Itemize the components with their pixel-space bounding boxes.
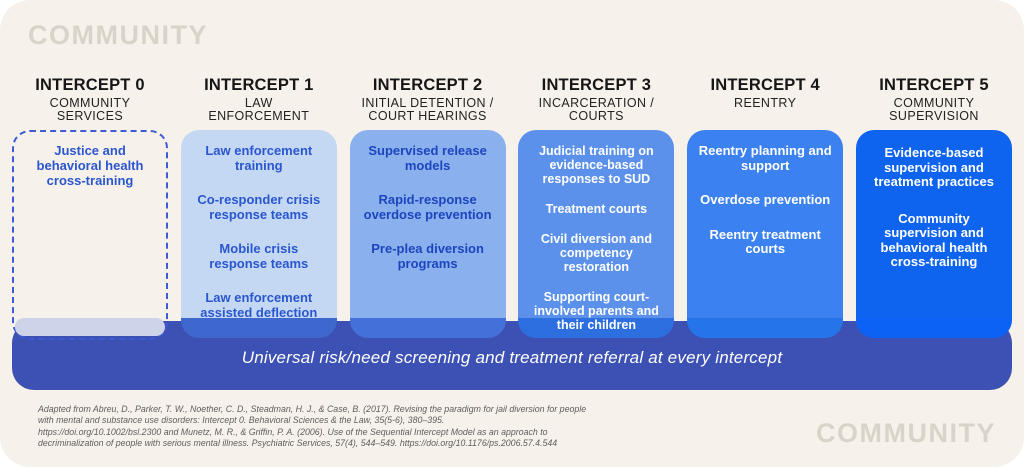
intercept-3-item: Supporting court-involved parents and th… [533, 290, 659, 332]
intercept-2-item: Rapid-response overdose prevention [363, 192, 492, 222]
intercept-5-item: Evidence-based supervision and treatment… [874, 145, 994, 190]
column-intercept-1: INTERCEPT 1 LAW ENFORCEMENT Law enforcem… [180, 76, 337, 340]
intercept-1-item: Law enforcement training [205, 143, 313, 173]
intercept-4-item: Reentry planning and support [698, 143, 832, 173]
intercept-3-item: Civil diversion and competency restorati… [540, 232, 652, 274]
intercept-3-subtitle: INCARCERATION / COURTS [538, 96, 655, 124]
intercept-2-card: Supervised release models Rapid-response… [349, 130, 506, 338]
column-intercept-5: INTERCEPT 5 COMMUNITY SUPERVISION Eviden… [855, 76, 1012, 340]
intercept-3-title: INTERCEPT 3 [541, 76, 652, 94]
intercept-1-item: Co-responder crisis response teams [197, 192, 321, 222]
intercept-4-item: Overdose prevention [700, 192, 831, 208]
banner-text: Universal risk/need screening and treatm… [241, 348, 783, 367]
intercept-2-title: INTERCEPT 2 [372, 76, 483, 94]
community-label-bottom: COMMUNITY [816, 418, 996, 448]
intercept-5-subtitle: COMMUNITY SUPERVISION [889, 96, 979, 124]
intercept-3-item: Judicial training on evidence-based resp… [539, 144, 654, 186]
intercept-0-subtitle: COMMUNITY SERVICES [49, 96, 131, 124]
intercept-0-item: Justice and behavioral health cross-trai… [36, 143, 144, 188]
column-header: INTERCEPT 2 INITIAL DETENTION / COURT HE… [350, 76, 506, 130]
column-header: INTERCEPT 4 REENTRY [687, 76, 843, 130]
citation-line: Adapted from Abreu, D., Parker, T. W., N… [38, 404, 587, 414]
community-label-top: COMMUNITY [28, 20, 208, 50]
intercept-4-title: INTERCEPT 4 [710, 76, 820, 94]
intercept-1-title: INTERCEPT 1 [204, 76, 314, 94]
intercept-3-item: Treatment courts [545, 202, 648, 216]
column-intercept-4: INTERCEPT 4 REENTRY Reentry planning and… [687, 76, 844, 340]
intercept-2-subtitle: INITIAL DETENTION / COURT HEARINGS [361, 96, 494, 124]
source-citation: Adapted from Abreu, D., Parker, T. W., N… [38, 404, 586, 450]
intercept-5-card: Evidence-based supervision and treatment… [855, 130, 1012, 338]
column-header: INTERCEPT 1 LAW ENFORCEMENT [181, 76, 337, 130]
intercept-0-card: Justice and behavioral health cross-trai… [12, 130, 168, 340]
intercept-4-item: Reentry treatment courts [709, 226, 821, 257]
intercept-0-title: INTERCEPT 0 [35, 76, 145, 94]
intercept-2-item: Supervised release models [368, 143, 487, 173]
column-intercept-2: INTERCEPT 2 INITIAL DETENTION / COURT HE… [349, 76, 506, 340]
intercept-1-card: Law enforcement training Co-responder cr… [180, 130, 337, 338]
intercept-3-card: Judicial training on evidence-based resp… [518, 130, 675, 338]
column-intercept-3: INTERCEPT 3 INCARCERATION / COURTS Judic… [518, 76, 675, 340]
intercept-5-title: INTERCEPT 5 [879, 76, 989, 94]
column-header: INTERCEPT 0 COMMUNITY SERVICES [12, 76, 168, 130]
intercept-0-base-block [15, 318, 165, 336]
citation-line: with mental and substance use disorders:… [38, 415, 445, 426]
intercept-4-card: Reentry planning and support Overdose pr… [687, 130, 844, 338]
intercept-1-subtitle: LAW ENFORCEMENT [208, 96, 310, 124]
intercept-2-item: Pre-plea diversion programs [371, 241, 484, 271]
column-header: INTERCEPT 3 INCARCERATION / COURTS [518, 76, 674, 130]
intercept-4-subtitle: REENTRY [734, 96, 797, 110]
citation-line: decriminalization of people with serious… [38, 438, 558, 449]
intercept-1-item: Law enforcement assisted deflection [200, 290, 318, 320]
column-header: INTERCEPT 5 COMMUNITY SUPERVISION [856, 76, 1012, 130]
column-intercept-0: INTERCEPT 0 COMMUNITY SERVICES Justice a… [12, 76, 168, 340]
intercept-1-item: Mobile crisis response teams [209, 241, 309, 271]
intercept-5-item: Community supervision and behavioral hea… [880, 210, 988, 270]
intercept-columns: INTERCEPT 0 COMMUNITY SERVICES Justice a… [12, 76, 1012, 340]
universal-screening-banner: Universal risk/need screening and treatm… [12, 321, 1012, 390]
citation-line: https://doi.org/10.1002/bsl.2300 and Mun… [38, 426, 548, 437]
